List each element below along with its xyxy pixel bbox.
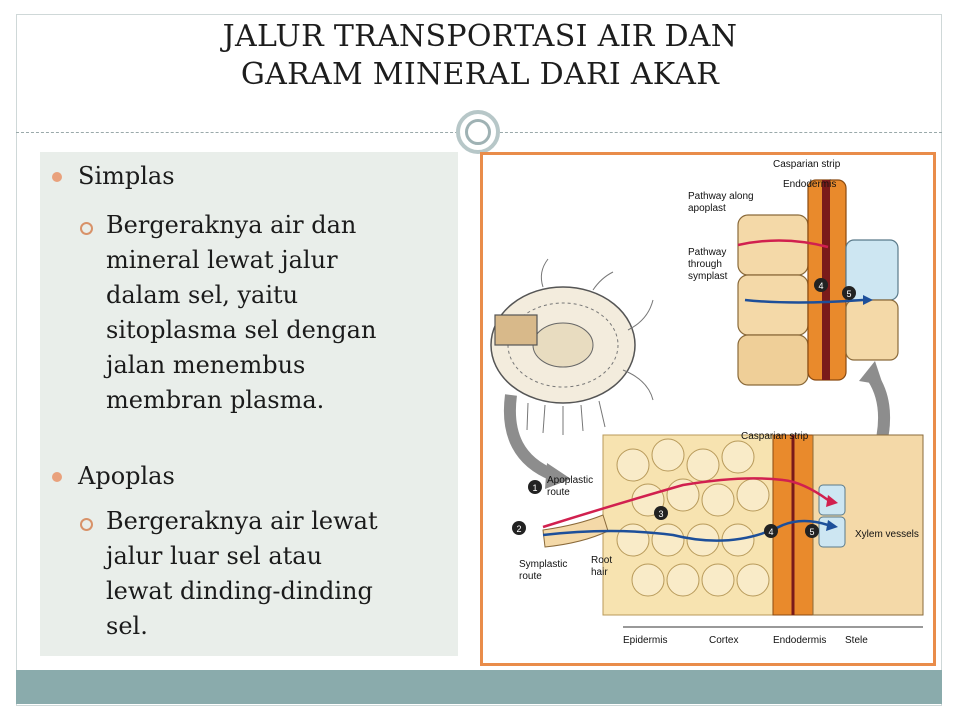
label-casparian-strip-bottom: Casparian strip: [741, 431, 809, 442]
root-cross-section: [490, 258, 654, 435]
label-casparian-strip-top: Casparian strip: [773, 159, 841, 170]
zoom-arrow-left-head: [545, 463, 571, 489]
bullet-dot: [52, 472, 62, 482]
label-apoplastic-route-2: route: [547, 487, 570, 498]
sub-line: Bergeraknya air lewat: [106, 507, 378, 535]
label-endodermis-top: Endodermis: [783, 179, 836, 190]
title-line-2: GARAM MINERAL DARI AKAR: [240, 57, 720, 92]
step-number: 2: [516, 524, 521, 534]
bullet-label-simplas: Simplas: [78, 162, 175, 190]
sub-line: jalan menembus: [106, 351, 306, 379]
step-number: 4: [818, 281, 823, 291]
slide-title: JALUR TRANSPORTASI AIR DAN GARAM MINERAL…: [0, 18, 960, 94]
root-diagram-svg: 4 5 Casparian strip Endodermis Pathway a…: [490, 159, 924, 646]
zoom-arrow-right-head: [859, 361, 883, 385]
sub-line: mineral lewat jalur: [106, 246, 338, 274]
step-number: 5: [846, 289, 851, 299]
label-endodermis-bottom: Endodermis: [773, 635, 826, 646]
sub-line: Bergeraknya air dan: [106, 211, 357, 239]
label-pathway-symplast-1: Pathway: [688, 247, 726, 258]
step-number: 4: [768, 527, 773, 537]
sub-bullet-marker: [80, 222, 93, 235]
text-panel: Simplas Bergeraknya air dan mineral lewa…: [40, 152, 458, 656]
sub-line: dalam sel, yaitu: [106, 281, 299, 309]
step-number: 3: [658, 509, 663, 519]
endodermis-3d-block: 4 5: [737, 179, 899, 386]
step-number: 5: [809, 527, 814, 537]
label-epidermis: Epidermis: [623, 635, 667, 646]
label-pathway-symplast-3: symplast: [688, 271, 728, 282]
sub-line: lewat dinding-dinding: [106, 577, 373, 605]
label-root-hair-1: Root: [591, 555, 612, 566]
sub-text-apoplas: Bergeraknya air lewat jalur luar sel ata…: [106, 504, 446, 644]
sub-line: jalur luar sel atau: [106, 542, 323, 570]
sub-text-simplas: Bergeraknya air dan mineral lewat jalur …: [106, 208, 446, 418]
sub-line: sel.: [106, 612, 148, 640]
sub-line: sitoplasma sel dengan: [106, 316, 377, 344]
step-number: 1: [532, 483, 537, 493]
label-symplastic-route-1: Symplastic: [519, 559, 567, 570]
sub-bullet-marker: [80, 518, 93, 531]
bullet-dot: [52, 172, 62, 182]
label-cortex: Cortex: [709, 635, 738, 646]
label-pathway-symplast-2: through: [688, 259, 722, 270]
divider-circle-ornament: [456, 110, 500, 154]
zoom-arrow-left: [504, 394, 556, 481]
root-tissue-section: 1 2 3 4 5: [512, 434, 924, 616]
label-xylem-vessels: Xylem vessels: [855, 529, 919, 540]
label-root-hair-2: hair: [591, 567, 608, 578]
label-pathway-apoplast-1: Pathway along: [688, 191, 754, 202]
bullet-label-apoplas: Apoplas: [78, 462, 175, 490]
label-symplastic-route-2: route: [519, 571, 542, 582]
sub-line: membran plasma.: [106, 386, 325, 414]
label-pathway-apoplast-2: apoplast: [688, 203, 726, 214]
label-apoplastic-route-1: Apoplastic: [547, 475, 593, 486]
title-line-1: JALUR TRANSPORTASI AIR DAN: [222, 19, 738, 54]
root-transport-figure: 4 5 Casparian strip Endodermis Pathway a…: [480, 152, 936, 666]
label-stele: Stele: [845, 635, 868, 646]
footer-bar: [16, 670, 942, 704]
